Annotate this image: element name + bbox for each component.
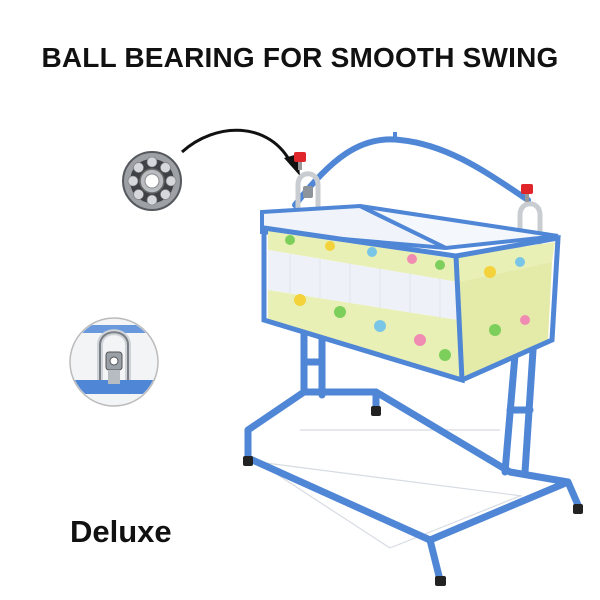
knob-right (521, 184, 533, 202)
headline: BALL BEARING FOR SMOOTH SWING (41, 42, 559, 73)
crib-basket (260, 203, 561, 384)
curved-arrow-icon (180, 128, 294, 166)
knob-left (294, 152, 306, 170)
model-label: Deluxe (70, 514, 172, 549)
swing-hook-detail (69, 317, 159, 407)
baby-cradle (243, 132, 583, 586)
ball-bearing-icon (122, 151, 182, 211)
